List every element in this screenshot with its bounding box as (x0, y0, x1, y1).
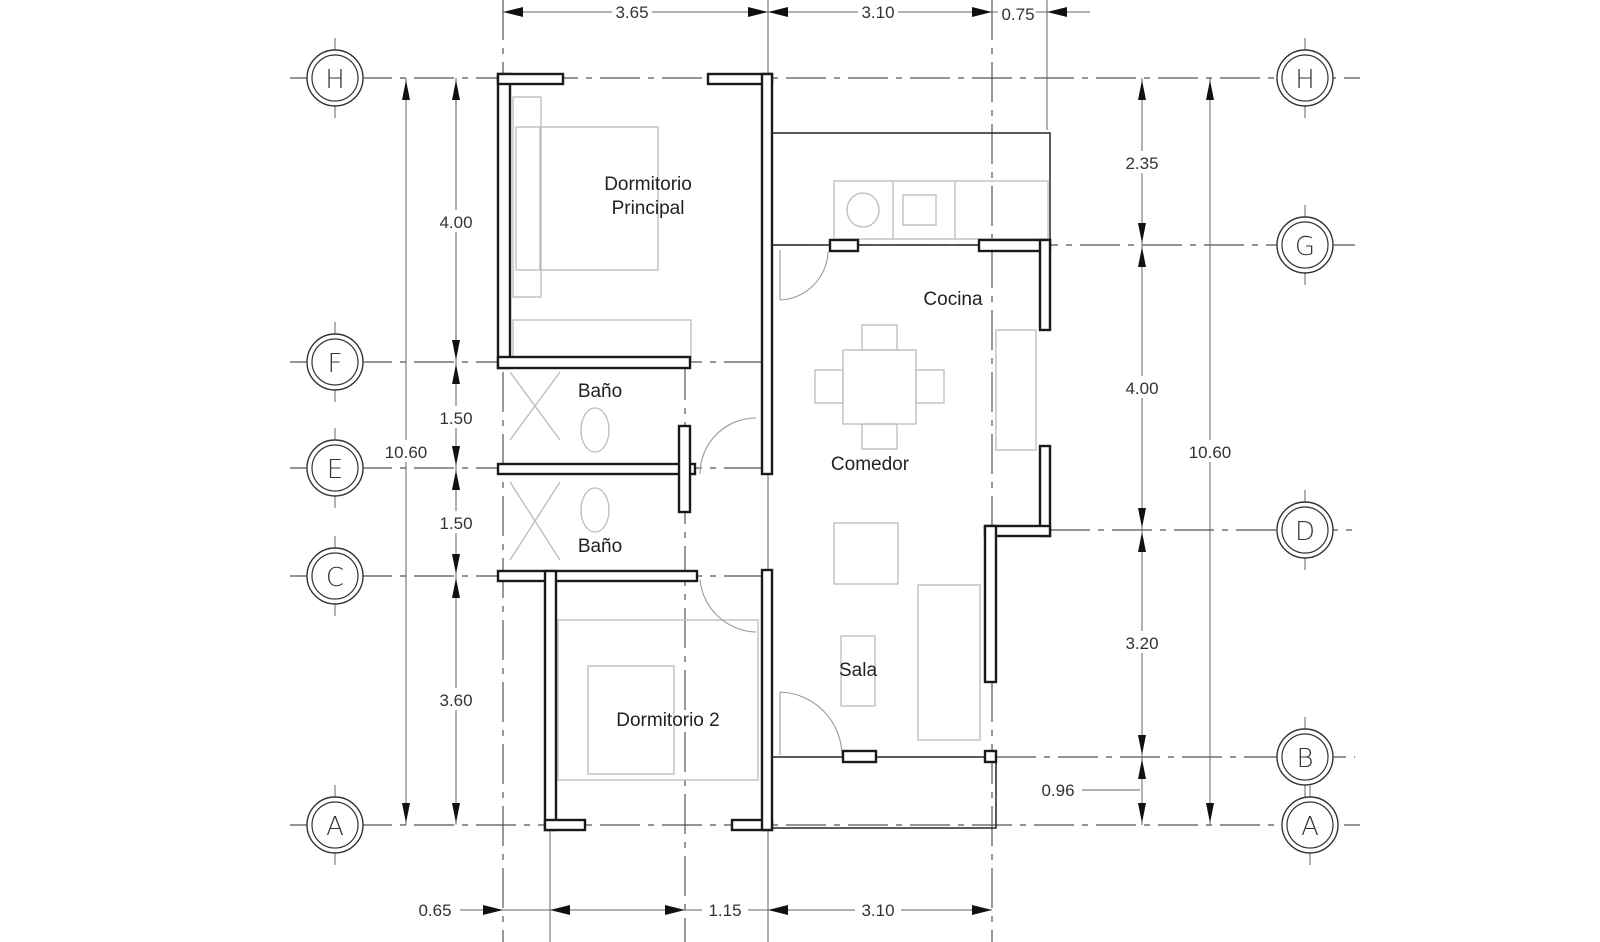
room-label-bath-1: Baño (578, 381, 622, 402)
dim-bottom-1: 0.65 (418, 901, 451, 920)
grid-bubble-A: A (1281, 785, 1339, 865)
dim-right-1: 2.35 (1125, 154, 1158, 173)
dim-top-2: 3.10 (861, 3, 894, 22)
room-label-master-bedroom-line1: Dormitorio (604, 174, 692, 195)
dim-right-2: 4.00 (1125, 379, 1158, 398)
dim-left-2: 1.50 (439, 409, 472, 428)
furniture (509, 96, 1049, 781)
svg-text:B: B (1296, 744, 1313, 774)
dim-left-1: 4.00 (439, 213, 472, 232)
room-label-bath-2: Baño (578, 536, 622, 557)
dim-right-3: 3.20 (1125, 634, 1158, 653)
dim-top-1: 3.65 (615, 3, 648, 22)
grid-bubble-G: G (1276, 205, 1334, 285)
dim-left-total: 10.60 (385, 443, 428, 462)
dim-bottom-2: 1.15 (708, 901, 741, 920)
svg-text:F: F (328, 349, 343, 379)
dim-top-3: 0.75 (1001, 5, 1034, 24)
svg-text:A: A (1301, 812, 1319, 842)
dim-left-3: 1.50 (439, 514, 472, 533)
room-labels: Dormitorio Principal Cocina Baño Comedor… (578, 174, 983, 731)
svg-text:A: A (326, 812, 344, 842)
svg-text:G: G (1295, 232, 1315, 262)
dimension-labels: 3.65 3.10 0.75 0.65 1.15 3.10 4.00 1.50 … (380, 2, 1236, 922)
room-label-master-bedroom-line2: Principal (612, 198, 685, 219)
dim-right-4: 0.96 (1041, 781, 1074, 800)
grid-bubble-H: H (306, 38, 364, 118)
grid-bubble-C: C (306, 536, 364, 616)
room-label-kitchen: Cocina (923, 289, 983, 310)
svg-text:C: C (326, 563, 344, 593)
door-swings (699, 250, 843, 756)
room-label-bedroom-2: Dormitorio 2 (616, 710, 719, 731)
grid-lines (290, 0, 1360, 942)
dim-bottom-3: 3.10 (861, 901, 894, 920)
dimension-lines (402, 7, 1214, 915)
grid-bubble-F: F (306, 322, 364, 402)
svg-text:H: H (325, 65, 345, 95)
grid-bubbles-right: H G D B A (1276, 38, 1339, 865)
dim-right-total: 10.60 (1189, 443, 1232, 462)
grid-bubbles-left: H F E C A (306, 38, 364, 865)
grid-bubble-H: H (1276, 38, 1334, 118)
room-label-dining: Comedor (831, 454, 910, 475)
grid-bubble-E: E (306, 428, 364, 508)
grid-bubble-D: D (1276, 490, 1334, 570)
dim-left-4: 3.60 (439, 691, 472, 710)
walls (496, 72, 1052, 832)
svg-text:H: H (1295, 65, 1315, 95)
svg-text:D: D (1295, 517, 1315, 547)
room-label-living: Sala (839, 660, 877, 681)
grid-bubble-A: A (306, 785, 364, 865)
svg-text:E: E (327, 455, 343, 485)
grid-bubble-B: B (1276, 717, 1334, 797)
